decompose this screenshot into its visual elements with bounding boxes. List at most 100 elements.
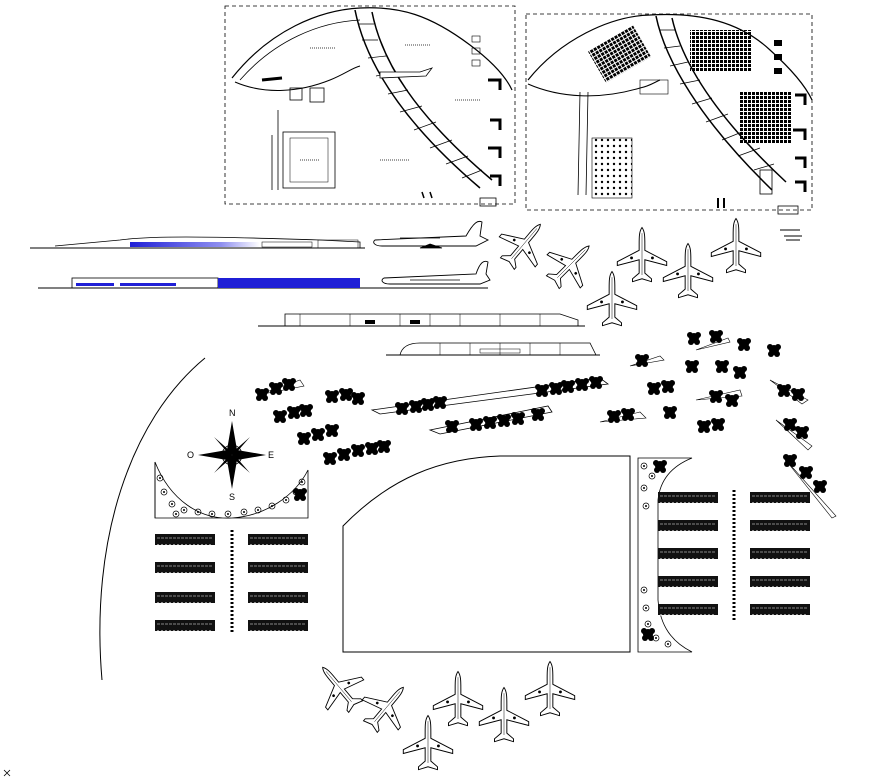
- garden-right: [637, 457, 693, 653]
- tree-icon: [325, 424, 339, 437]
- central-plaza: [342, 455, 631, 653]
- tree-icon: [497, 414, 511, 427]
- landscaping-trees: [255, 330, 827, 493]
- tree-icon: [377, 440, 391, 453]
- tree-icon: [351, 392, 365, 405]
- tree-icon: [711, 418, 725, 431]
- apron-aircraft-upper: [489, 208, 762, 327]
- tree-icon: [799, 466, 813, 479]
- tree-icon: [813, 480, 827, 493]
- tree-icon: [737, 338, 751, 351]
- parked-cars-icon: [749, 575, 811, 588]
- parked-cars-icon: [657, 547, 719, 560]
- tree-icon: [395, 402, 409, 415]
- tree-icon: [589, 376, 603, 389]
- tree-icon: [709, 390, 723, 403]
- tree-icon: [575, 378, 589, 391]
- compass-north-label: N: [229, 408, 236, 418]
- parked-cars-icon: [154, 619, 216, 632]
- parked-cars-icon: [657, 519, 719, 532]
- tree-icon: [647, 382, 661, 395]
- tree-icon: [661, 380, 675, 393]
- apron-aircraft-lower: [304, 651, 576, 771]
- tree-icon: [635, 354, 649, 367]
- tree-icon: [325, 390, 339, 403]
- tree-icon: [663, 406, 677, 419]
- tree-icon: [409, 400, 423, 413]
- tree-icon: [365, 442, 379, 455]
- aircraft-icon: [352, 671, 422, 743]
- parked-cars-icon: [657, 603, 719, 616]
- parked-cars-icon: [657, 575, 719, 588]
- parked-cars-icon: [154, 591, 216, 604]
- aircraft-icon: [304, 651, 374, 723]
- floor-plan-upper-level: [224, 5, 516, 207]
- tree-icon: [687, 332, 701, 345]
- garden-left: [154, 461, 309, 519]
- compass-east-label: E: [268, 450, 274, 460]
- tree-icon: [795, 426, 809, 439]
- compass-west-label: O: [187, 450, 194, 460]
- tree-icon: [531, 408, 545, 421]
- parked-cars-icon: [154, 561, 216, 574]
- tree-icon: [685, 360, 699, 373]
- tree-icon: [725, 394, 739, 407]
- tree-icon: [767, 344, 781, 357]
- tree-icon: [421, 398, 435, 411]
- aircraft-icon: [586, 271, 638, 327]
- parked-cars-icon: [154, 533, 216, 546]
- elevation-rear: [38, 260, 491, 289]
- parked-cars-icon: [749, 603, 811, 616]
- elevation-front: [30, 220, 490, 249]
- parked-cars-icon: [247, 591, 309, 604]
- parking-lots: [154, 490, 811, 634]
- landscaping-islands: [257, 337, 837, 519]
- aircraft-icon: [478, 687, 530, 743]
- aircraft-icon: [432, 671, 484, 727]
- tree-icon: [351, 444, 365, 457]
- aircraft-icon: [524, 661, 576, 717]
- tree-icon: [549, 382, 563, 395]
- parked-cars-icon: [749, 519, 811, 532]
- aircraft-icon: [535, 228, 607, 300]
- tree-icon: [337, 448, 351, 461]
- tree-icon: [339, 388, 353, 401]
- tree-icon: [709, 330, 723, 343]
- tree-icon: [621, 408, 635, 421]
- section-long: [258, 313, 585, 327]
- parked-cars-icon: [749, 491, 811, 504]
- parked-cars-icon: [247, 533, 309, 546]
- tree-icon: [299, 404, 313, 417]
- legend-note: [780, 229, 802, 241]
- tree-icon: [287, 406, 301, 419]
- tree-icon: [697, 420, 711, 433]
- aircraft-icon: [489, 208, 559, 280]
- tree-icon: [269, 382, 283, 395]
- tree-icon: [483, 416, 497, 429]
- tree-icon: [323, 452, 337, 465]
- aircraft-icon: [402, 715, 454, 771]
- aircraft-icon: [710, 218, 762, 274]
- tree-icon: [469, 418, 483, 431]
- aircraft-icon: [616, 227, 668, 283]
- tree-icon: [255, 388, 269, 401]
- site-boundary-arc: [3, 357, 206, 777]
- floor-plan-lower-level: [525, 13, 813, 215]
- parked-cars-icon: [749, 547, 811, 560]
- parking-lot-left: [154, 530, 309, 634]
- parked-cars-icon: [247, 561, 309, 574]
- aircraft-icon: [662, 243, 714, 299]
- tree-icon: [561, 380, 575, 393]
- compass-rose-icon: N S E O: [187, 408, 274, 502]
- tree-icon: [273, 410, 287, 423]
- tree-icon: [433, 396, 447, 409]
- tree-icon: [783, 418, 797, 431]
- tree-icon: [445, 420, 459, 433]
- tree-icon: [297, 432, 311, 445]
- parking-lot-right: [657, 490, 811, 620]
- tree-icon: [715, 360, 729, 373]
- tree-icon: [733, 366, 747, 379]
- parked-cars-icon: [657, 491, 719, 504]
- tree-icon: [535, 384, 549, 397]
